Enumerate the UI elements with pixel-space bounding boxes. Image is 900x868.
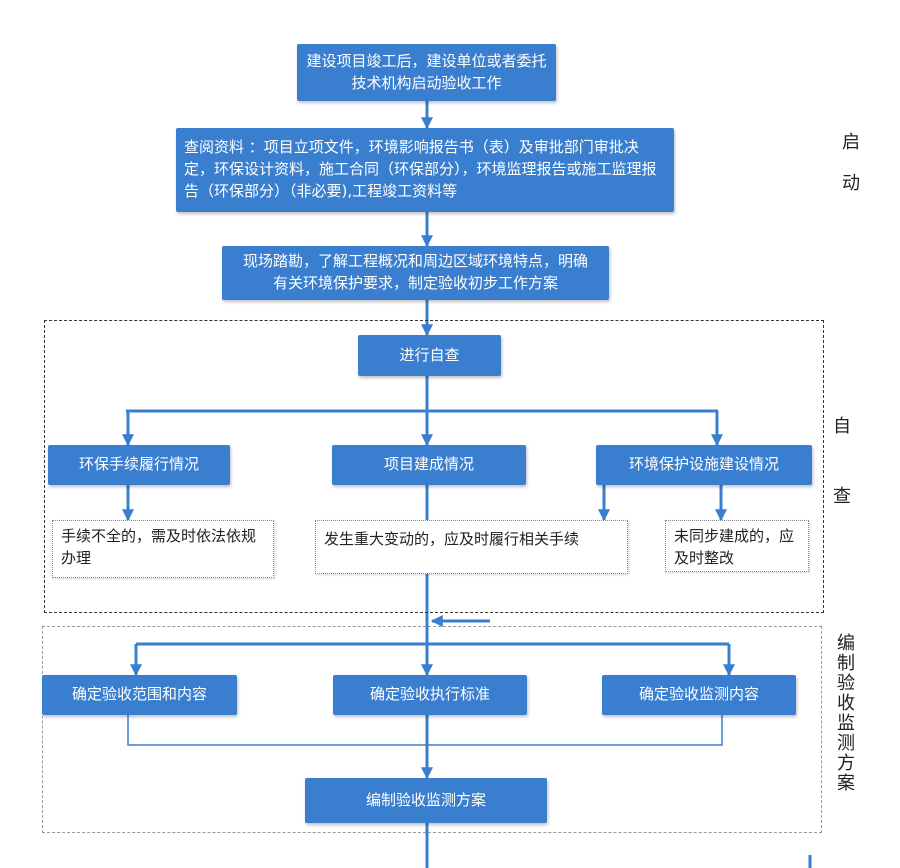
facilities-note: 未同步建成的，应及时整改 [665,520,809,572]
construction-status-box: 项目建成情况 [332,445,526,485]
monitoring-plan-text: 编制验收监测方案 [365,790,486,809]
review-documents-box: 查阅资料 ：项目立项文件，环境影响报告书（表）及审批部门审批决定，环保设计资料，… [176,128,674,212]
site-survey-box: 现场踏勘，了解工程概况和周边区域环境特点，明确有关环境保护要求，制定验收初步工作… [222,246,609,300]
monitoring-content-box: 确定验收监测内容 [602,675,796,715]
site-survey-text: 现场踏勘，了解工程概况和周边区域环境特点，明确有关环境保护要求，制定验收初步工作… [242,252,588,292]
construction-status-text: 项目建成情况 [383,455,474,474]
start-acceptance-text: 建设项目竣工后，建设单位或者委托技术机构启动验收工作 [306,51,547,92]
stage-label-selfcheck-2: 查 [833,486,851,507]
procedures-text: 环保手续履行情况 [78,455,199,474]
standards-text: 确定验收执行标准 [369,685,490,704]
stage-label-plan: 编制验收监测方案 [834,633,855,793]
monitoring-content-text: 确定验收监测内容 [638,685,759,704]
procedures-note: 手续不全的，需及时依法依规办理 [52,520,274,578]
facilities-text: 环境保护设施建设情况 [628,455,779,474]
start-acceptance-box: 建设项目竣工后，建设单位或者委托技术机构启动验收工作 [297,44,556,101]
facilities-note-text: 未同步建成的，应及时整改 [674,527,795,567]
construction-note: 发生重大变动的，应及时履行相关手续 [315,520,628,574]
review-documents-text: 查阅资料 ：项目立项文件，环境影响报告书（表）及审批部门审批决定，环保设计资料，… [184,138,657,200]
plan-frame [42,626,822,833]
facilities-box: 环境保护设施建设情况 [596,445,812,485]
standards-box: 确定验收执行标准 [333,675,527,715]
scope-box: 确定验收范围和内容 [42,675,237,715]
self-check-frame [44,320,824,613]
self-check-text: 进行自查 [399,345,460,364]
stage-label-selfcheck-1: 自 [833,416,851,437]
procedures-box: 环保手续履行情况 [48,445,230,485]
bracket-plan [127,715,723,746]
construction-note-text: 发生重大变动的，应及时履行相关手续 [324,530,580,548]
procedures-note-text: 手续不全的，需及时依法依规办理 [61,527,257,567]
monitoring-plan-box: 编制验收监测方案 [305,778,547,823]
self-check-box: 进行自查 [358,335,501,376]
scope-text: 确定验收范围和内容 [71,685,207,704]
stage-label-start-1: 启 [842,132,860,153]
stage-label-start-2: 动 [842,173,860,194]
